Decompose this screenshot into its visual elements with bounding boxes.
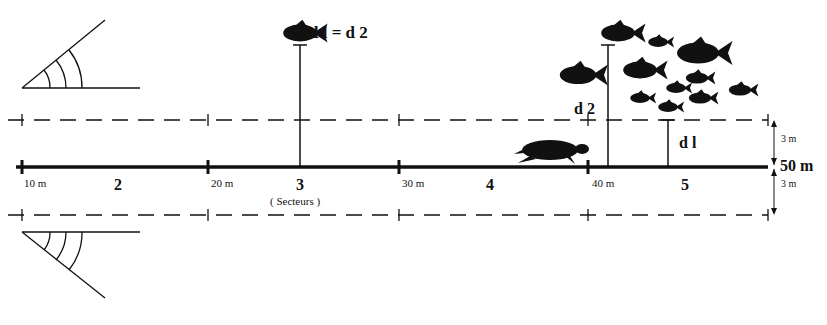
- sector-number: 3: [296, 176, 304, 194]
- length-label: 50 m: [780, 157, 813, 175]
- sector-number: 4: [486, 176, 494, 194]
- sector-caption: ( Secteurs ): [270, 195, 320, 207]
- sector-number: 2: [114, 176, 122, 194]
- sector-number: 5: [681, 176, 689, 194]
- distance-label: d 2: [574, 100, 595, 118]
- distance-label: d l = d 2: [309, 24, 368, 43]
- distance-marker: 10 m: [24, 177, 46, 189]
- distance-marker: 20 m: [211, 177, 233, 189]
- distance-marker: 40 m: [592, 177, 614, 189]
- distance-marker: 30 m: [402, 177, 424, 189]
- dimension-label: 3 m: [781, 133, 796, 144]
- distance-label: d l: [679, 134, 696, 152]
- dimension-label: 3 m: [781, 178, 796, 189]
